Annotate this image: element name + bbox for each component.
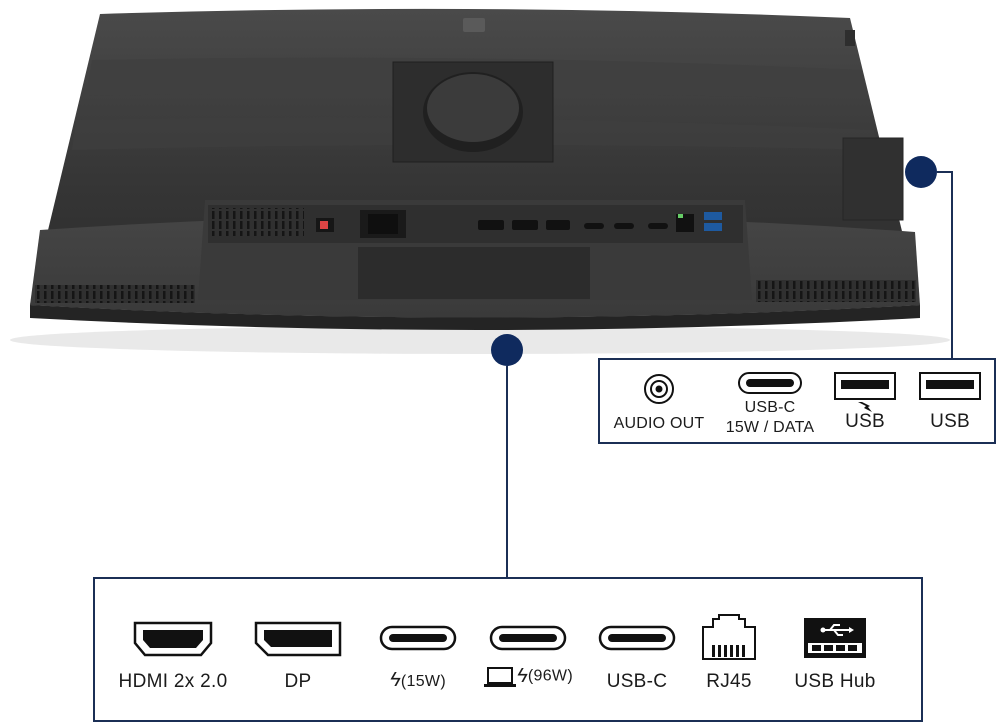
usb-hub-icon: [804, 618, 866, 658]
monitor-rear-image: [10, 8, 950, 354]
port-label: (15W): [400, 673, 446, 690]
port-usb-c: USB-C: [591, 625, 683, 693]
rj45-icon: [702, 614, 756, 660]
rear-ports-callout: HDMI 2x 2.0 DP ϟ(15W) ϟ(96W): [93, 577, 923, 722]
port-label: RJ45: [706, 671, 752, 692]
displayport-icon: [254, 621, 342, 657]
rear-callout-line: [506, 366, 508, 578]
usb-c-icon: [489, 625, 567, 651]
side-callout-line: [937, 171, 953, 173]
port-hdmi: HDMI 2x 2.0: [103, 621, 243, 693]
port-usb-a: USB: [912, 372, 988, 432]
port-rj45: RJ45: [695, 613, 763, 693]
brand-logo-mark: [463, 18, 485, 32]
port-label: USB-C: [606, 671, 668, 692]
laptop-icon: [484, 666, 517, 687]
port-label: AUDIO OUT: [613, 415, 705, 432]
usb-c-icon: [598, 625, 676, 651]
port-label: HDMI 2x 2.0: [118, 671, 228, 692]
port-usb-c-side: USB-C 15W / DATA: [712, 372, 828, 438]
port-usb-hub: USB Hub: [783, 617, 887, 693]
port-label: USB: [845, 411, 885, 432]
port-label: USB-C: [744, 399, 796, 416]
port-usb-c-96w: ϟ(96W): [469, 625, 587, 688]
lightning-icon: ϟ: [390, 669, 401, 691]
usb-a-icon: [919, 372, 981, 400]
lightning-icon: ϟ: [517, 665, 528, 687]
port-label: DP: [284, 671, 312, 692]
port-label: (96W): [527, 667, 573, 685]
port-label: USB: [930, 411, 970, 432]
side-ports-callout: AUDIO OUT USB-C 15W / DATA USB USB: [598, 358, 996, 444]
port-usb-a-charging: USB: [828, 372, 902, 432]
hdmi-icon: [133, 621, 213, 657]
port-audio-out: AUDIO OUT: [606, 372, 712, 434]
usb-c-icon: [379, 625, 457, 651]
rear-ports-marker: [491, 334, 523, 366]
port-sublabel: 15W / DATA: [725, 419, 815, 436]
side-port-panel: [842, 137, 904, 221]
port-label: USB Hub: [794, 671, 876, 692]
usb-c-icon: [738, 372, 802, 394]
usb-a-charging-icon: [834, 372, 896, 412]
port-displayport: DP: [250, 621, 346, 693]
side-ports-marker: [905, 156, 937, 188]
audio-jack-icon: [644, 374, 674, 404]
port-usb-c-15w: ϟ(15W): [370, 625, 466, 692]
side-callout-line-vertical: [951, 171, 953, 359]
